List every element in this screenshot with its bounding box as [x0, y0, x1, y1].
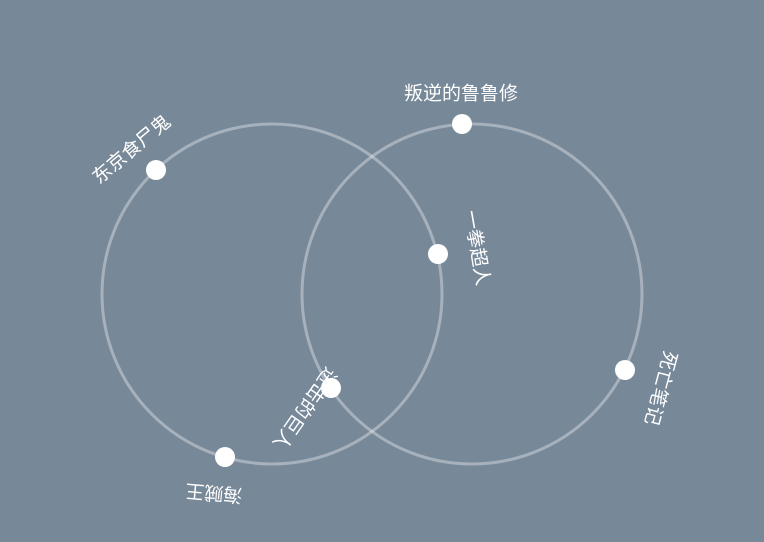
- node-label-attack-on-titan: 进击的巨人: [268, 363, 341, 453]
- ring-left: [100, 122, 444, 466]
- node-dot-death-note[interactable]: [615, 360, 635, 380]
- ring-right: [300, 122, 644, 466]
- node-death-note: 死亡笔记: [615, 349, 681, 428]
- node-tokyo-ghoul: 东京食尸鬼: [88, 111, 175, 189]
- node-label-death-note: 死亡笔记: [640, 349, 681, 428]
- node-one-punch-man: 一拳超人: [428, 209, 494, 288]
- node-dot-one-piece[interactable]: [215, 447, 235, 467]
- node-dot-one-punch-man[interactable]: [428, 244, 448, 264]
- node-dot-code-geass[interactable]: [452, 114, 472, 134]
- node-one-piece: 海贼王: [185, 447, 244, 506]
- node-label-code-geass: 叛逆的鲁鲁修: [404, 83, 518, 105]
- node-dot-tokyo-ghoul[interactable]: [146, 160, 166, 180]
- node-code-geass: 叛逆的鲁鲁修: [404, 83, 518, 134]
- node-label-one-piece: 海贼王: [185, 479, 244, 506]
- node-label-one-punch-man: 一拳超人: [459, 209, 494, 288]
- node-attack-on-titan: 进击的巨人: [268, 363, 341, 454]
- node-dot-attack-on-titan[interactable]: [321, 378, 341, 398]
